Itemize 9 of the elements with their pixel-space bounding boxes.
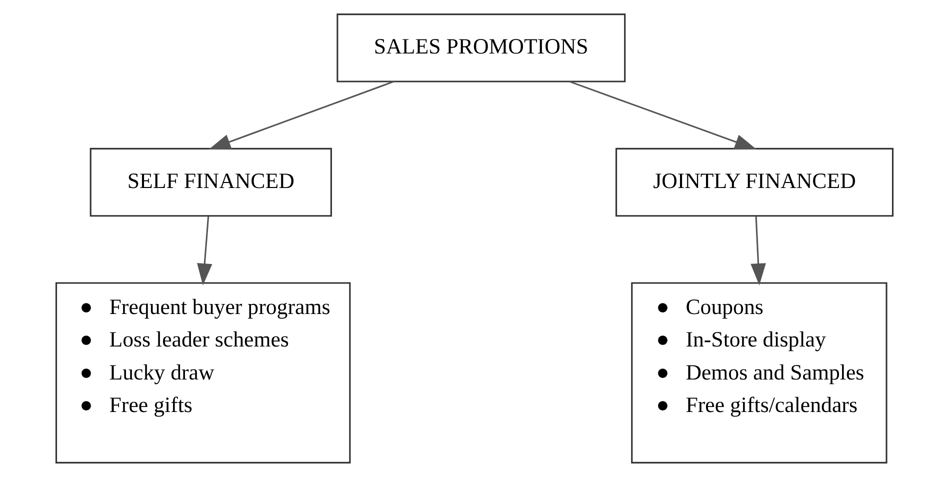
arrow	[570, 80, 757, 150]
arrow	[750, 216, 766, 286]
arrow	[197, 216, 212, 286]
node-box: SALES PROMOTIONS	[336, 14, 626, 82]
node-box: JOINTLY FINANCED	[615, 148, 894, 217]
arrow	[208, 80, 394, 150]
node-box: SELF FINANCED	[90, 148, 332, 217]
node-box: ● Frequent buyer programs ● Loss leader schemes ● Lucky draw ● Free gifts	[55, 282, 351, 464]
node-box: ● Coupons ● In-Store display ● Demos and Samples ● Free gifts/calendars	[631, 282, 888, 464]
